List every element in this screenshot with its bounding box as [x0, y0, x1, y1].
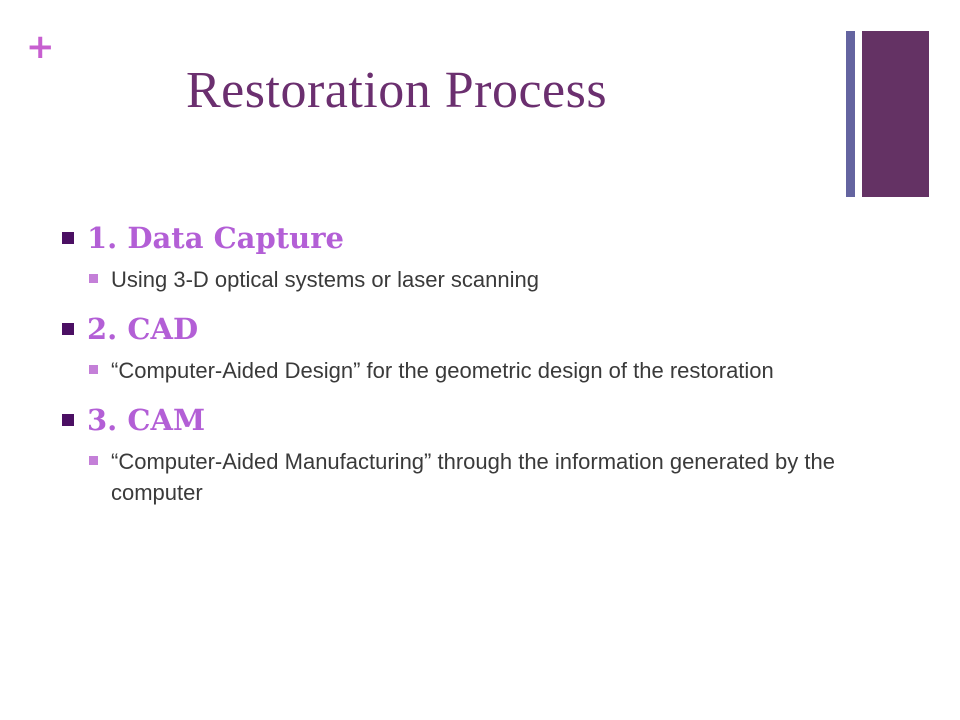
sub-item: “Computer-Aided Manufacturing” through t… — [89, 446, 852, 508]
square-bullet-icon — [62, 323, 74, 335]
list-item-cam: 3. CAM “Computer-Aided Manufacturing” th… — [62, 400, 852, 508]
sub-item-text: “Computer-Aided Manufacturing” through t… — [111, 449, 835, 505]
plus-icon: + — [26, 27, 55, 67]
square-bullet-icon — [62, 232, 74, 244]
section-heading: 1. Data Capture — [87, 221, 344, 255]
square-bullet-icon — [89, 456, 98, 465]
sub-item-text: “Computer-Aided Design” for the geometri… — [111, 358, 774, 383]
section-heading-row: 2. CAD — [62, 309, 852, 349]
page-title: Restoration Process — [186, 62, 608, 119]
section-heading: 3. CAM — [87, 403, 206, 437]
sub-item-text: Using 3-D optical systems or laser scann… — [111, 267, 539, 292]
bullet-list: 1. Data Capture Using 3-D optical system… — [62, 218, 852, 522]
square-bullet-icon — [89, 365, 98, 374]
square-bullet-icon — [62, 414, 74, 426]
section-heading: 2. CAD — [87, 312, 199, 346]
section-heading-row: 3. CAM — [62, 400, 852, 440]
section-heading-row: 1. Data Capture — [62, 218, 852, 258]
sub-item: “Computer-Aided Design” for the geometri… — [89, 355, 852, 386]
decorative-bar-thin — [846, 31, 855, 197]
square-bullet-icon — [89, 274, 98, 283]
sub-item: Using 3-D optical systems or laser scann… — [89, 264, 852, 295]
list-item-cad: 2. CAD “Computer-Aided Design” for the g… — [62, 309, 852, 386]
list-item-data-capture: 1. Data Capture Using 3-D optical system… — [62, 218, 852, 295]
decorative-bar-thick — [862, 31, 929, 197]
